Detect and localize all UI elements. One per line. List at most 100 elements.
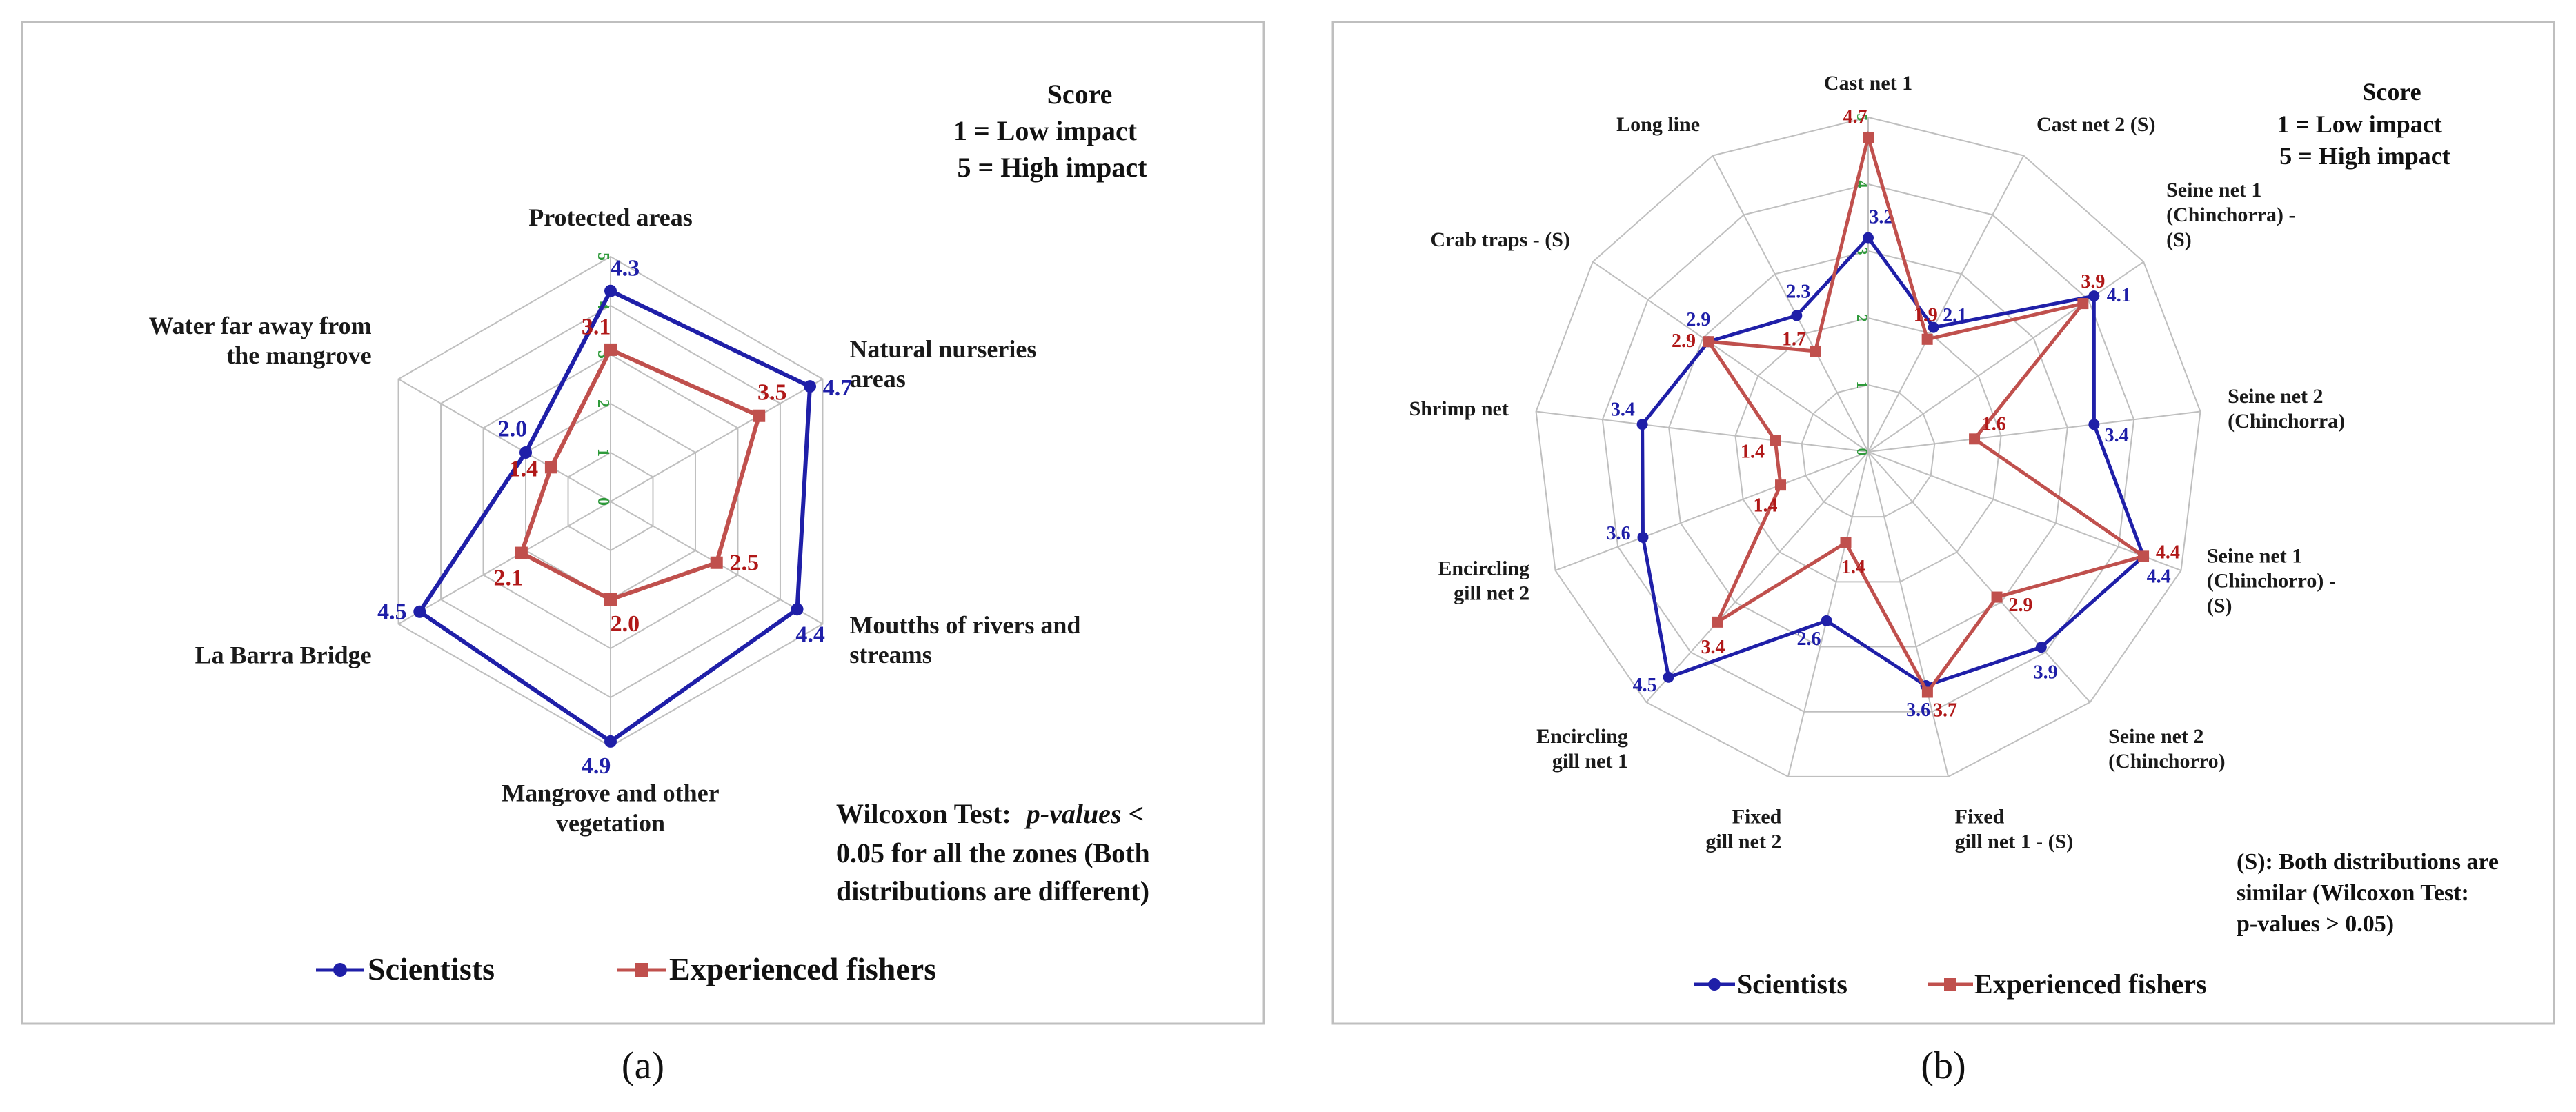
series-line [417, 288, 813, 744]
grid-spoke [398, 378, 611, 502]
data-point [1863, 132, 1874, 143]
axis-label-line: (Chinchorra) - [2166, 203, 2295, 226]
data-point [2035, 642, 2047, 653]
data-point [1821, 615, 1832, 626]
axis-label: La Barra Bridge [195, 642, 372, 669]
tick-label: 2 [1854, 315, 1871, 322]
data-point [1810, 345, 1821, 357]
axis-label: Crab traps - (S) [1430, 228, 1570, 251]
score-low: 1 = Low impact [2277, 110, 2442, 138]
data-label: 4.4 [2156, 542, 2180, 563]
axis-label-line: (S) [2166, 228, 2192, 251]
axis-label-line: gill net 1 [1552, 750, 1628, 773]
grid-spoke [1867, 451, 2181, 571]
axis-label: Seine net 1(Chinchorra) -(S) [2166, 179, 2295, 251]
axis-label-line: Long line [1616, 113, 1700, 136]
axis-label-line: gill net 2 [1454, 582, 1529, 605]
grid-spoke [1555, 451, 1869, 571]
data-label: 2.1 [1943, 305, 1967, 326]
caption-a: (a) [622, 1044, 664, 1087]
data-label: 3.9 [2081, 271, 2105, 292]
data-label: 2.9 [1686, 309, 1710, 330]
axis-label-line: Seine net 1 [2207, 545, 2302, 568]
data-point [604, 343, 617, 356]
tick-label: 2 [594, 399, 612, 408]
data-label: 4.4 [2147, 566, 2171, 588]
axis-label-line: Cast net 2 (S) [2037, 113, 2156, 136]
grid-spoke [610, 378, 823, 502]
data-label: 4.5 [377, 599, 407, 625]
data-label: 2.6 [1797, 628, 1821, 650]
axis-label-line: Protected areas [528, 203, 693, 231]
axis-label-line: Encircling [1438, 557, 1529, 580]
data-label: 1.6 [1982, 414, 2006, 435]
axis-label: Fixed gill net 2 [1705, 806, 1781, 853]
data-point [1775, 479, 1787, 491]
grid-spoke [1592, 261, 1869, 453]
axis-label-line: Cast net 1 [1824, 72, 1912, 95]
axis-label-line: gill net 2 [1705, 831, 1781, 853]
grid-spoke [1867, 410, 2201, 453]
data-point [1636, 419, 1648, 430]
panel-b-similarity-note: (S): Both distributions are similar (Wil… [2237, 849, 2499, 937]
data-label: 3.4 [1701, 637, 1725, 658]
data-label: 3.7 [1933, 700, 1957, 722]
data-point [515, 546, 528, 559]
axis-label: Cast net 2 (S) [2037, 113, 2156, 136]
axis-label-line: Natural nurseries [849, 335, 1036, 363]
axis-label-line: Fixed [1732, 806, 1782, 828]
grid-ring [1535, 116, 2201, 777]
tick-label: 1 [1854, 381, 1871, 389]
data-point [753, 409, 766, 422]
data-point [1840, 537, 1852, 548]
data-label: 1.7 [1782, 328, 1806, 350]
data-label: 1.4 [1741, 441, 1765, 462]
data-point [791, 603, 804, 616]
similarity-line-2: similar (Wilcoxon Test: [2237, 880, 2469, 906]
tick-label: 0 [594, 497, 612, 506]
panel-a-frame [21, 21, 1265, 1025]
tick-label: 0 [1854, 448, 1871, 456]
axis-label-line: Crab traps - (S) [1430, 228, 1570, 251]
panel-a-score-note: Score 1 = Low impact 5 = High impact [953, 79, 1147, 183]
data-point [1791, 310, 1803, 321]
data-label: 2.5 [729, 550, 759, 576]
axis-label-line: the mangrove [226, 341, 371, 369]
grid-spoke [1645, 451, 1869, 703]
axis-label: Protected areas [528, 203, 693, 231]
data-label: 2.1 [494, 566, 524, 591]
data-point [1703, 336, 1714, 348]
legend-scientists-label: Scientists [368, 951, 495, 986]
axis-label-line: streams [849, 641, 931, 668]
data-point [1770, 435, 1781, 446]
axis-label: Shrimp net [1409, 397, 1509, 420]
axis-label: Seine net 2(Chinchorra) [2228, 385, 2345, 433]
data-point [2088, 419, 2100, 430]
tick-label: 4 [1854, 181, 1871, 188]
axis-label: Seine net 2(Chinchorro) [2108, 725, 2225, 773]
tick-label: 5 [1854, 114, 1871, 121]
axis-label-line: Fixed [1955, 806, 2005, 828]
wilcoxon-line-3: distributions are different) [836, 875, 1149, 906]
legend-fishers-label: Experienced fishers [669, 951, 936, 986]
data-label: 3.6 [1607, 523, 1631, 544]
wilcoxon-line-1: Wilcoxon Test: p-values < [836, 798, 1144, 829]
grid-spoke [1536, 410, 1869, 453]
legend-fishers-label: Experienced fishers [1974, 969, 2207, 1000]
axis-label: Cast net 1 [1824, 72, 1912, 95]
score-high: 5 = High impact [957, 152, 1147, 183]
series-line [1641, 235, 2146, 688]
data-label: 3.6 [1906, 699, 1930, 721]
caption-b: (b) [1921, 1044, 1965, 1087]
grid-spoke [1787, 451, 1869, 777]
data-label: 1.4 [1841, 557, 1865, 578]
data-point [1921, 333, 1933, 345]
data-label: 4.1 [2107, 285, 2131, 306]
